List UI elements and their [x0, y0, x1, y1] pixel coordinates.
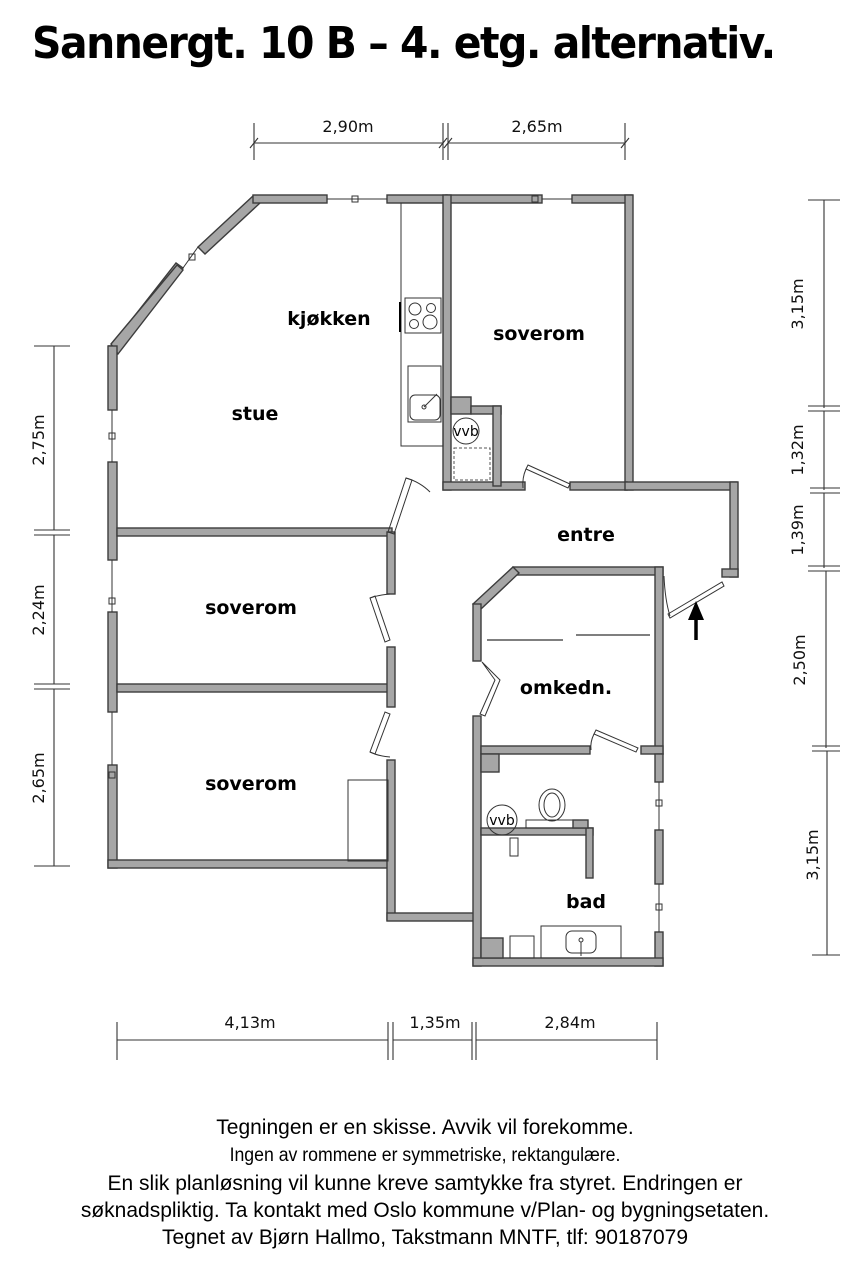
room-label-bedroom-top-right: soverom [493, 323, 585, 345]
dim-right-5: 3,15m [803, 829, 822, 880]
dim-bottom-2: 1,35m [409, 1013, 460, 1032]
vvb-label-1: vvb [453, 424, 479, 440]
footer-line-4: søknadspliktig. Ta kontakt med Oslo komm… [80, 1199, 770, 1222]
dim-bottom-1: 4,13m [224, 1013, 275, 1032]
stove-icon [399, 297, 442, 334]
footer-line-1: Tegningen er en skisse. Avvik vil foreko… [216, 1116, 634, 1139]
dim-right-3: 1,39m [788, 504, 807, 555]
dimension-top: 2,90m 2,65m [249, 117, 630, 160]
room-label-hallway: entre [557, 524, 615, 546]
room-label-bedroom-bottom: soverom [205, 773, 297, 795]
dim-right-4: 2,50m [790, 634, 809, 685]
toilet-icon [525, 788, 589, 829]
windows [108, 195, 663, 932]
dimension-left: 2,75m 2,24m 2,65m [29, 345, 70, 867]
footer-notes: Tegningen er en skisse. Avvik vil foreko… [0, 1113, 850, 1251]
dimension-bottom: 4,13m 1,35m 2,84m [116, 1013, 658, 1060]
dimension-right: 3,15m 1,32m 1,39m 2,50m 3,15m [788, 199, 840, 956]
walls [107, 194, 739, 967]
vvb-label-2: vvb [489, 813, 515, 829]
doors [369, 464, 725, 758]
dim-right-1: 3,15m [788, 278, 807, 329]
dim-top-2: 2,65m [511, 117, 562, 136]
dim-bottom-3: 2,84m [544, 1013, 595, 1032]
room-label-bedroom-middle: soverom [205, 597, 297, 619]
dim-left-1: 2,75m [29, 414, 48, 465]
footer-line-5: Tegnet av Bjørn Hallmo, Takstmann MNTF, … [161, 1226, 688, 1249]
sink-icon [407, 365, 442, 423]
dim-right-2: 1,32m [788, 424, 807, 475]
entrance-arrow-icon [688, 601, 704, 640]
room-label-dressing: omkedn. [520, 677, 612, 699]
dim-top-1: 2,90m [322, 117, 373, 136]
room-label-bathroom: bad [566, 891, 606, 913]
room-label-living: stue [232, 403, 279, 425]
footer-line-2: Ingen av rommene er symmetriske, rektang… [229, 1145, 621, 1166]
room-label-kitchen: kjøkken [287, 308, 370, 330]
sink-icon [540, 925, 622, 959]
page-title: Sannergt. 10 B – 4. etg. alternativ. [32, 18, 776, 69]
floor-plan: 2,90m 2,65m 3,15m 1,32m 1,39m 2,50m 3,15… [29, 117, 840, 1060]
fixtures: vvb vvb [347, 202, 650, 959]
dim-left-2: 2,24m [29, 584, 48, 635]
dim-left-3: 2,65m [29, 752, 48, 803]
footer-line-3: En slik planløsning vil kunne kreve samt… [107, 1172, 743, 1195]
